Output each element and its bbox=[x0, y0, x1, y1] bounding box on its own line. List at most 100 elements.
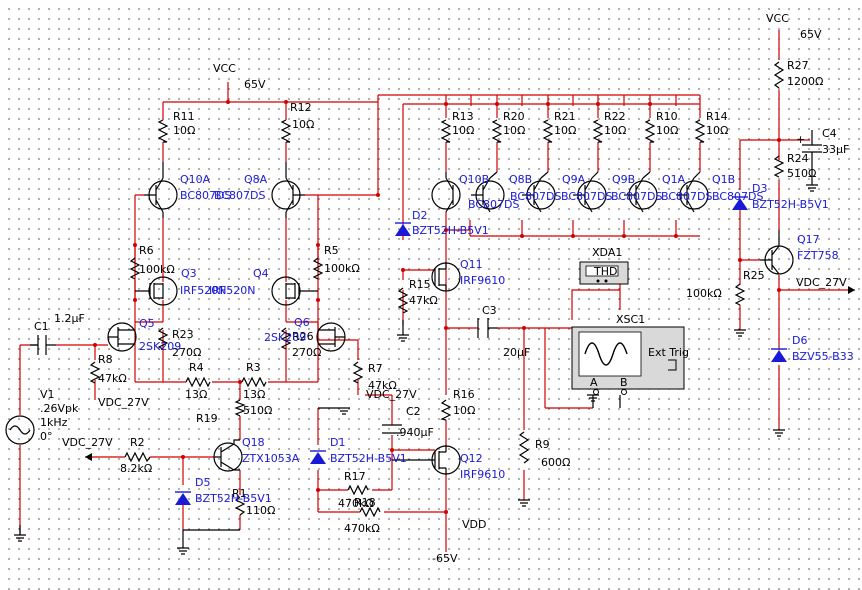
r15-name: R15 bbox=[409, 278, 431, 291]
r22-name: R22 bbox=[604, 110, 626, 123]
r8-name: R8 bbox=[98, 353, 113, 366]
q11-name: Q11 bbox=[460, 258, 483, 271]
transistor-labels: Q10A BC807DS Q8A BC807DS Q10B BC807DS Q8… bbox=[139, 173, 839, 481]
q9a-name: Q9A bbox=[562, 173, 586, 186]
r12-name: R12 bbox=[290, 101, 312, 114]
diode-symbols bbox=[175, 196, 787, 505]
r24-name: R24 bbox=[787, 152, 809, 165]
r13-name: R13 bbox=[452, 110, 474, 123]
r9-name: R9 bbox=[535, 438, 550, 451]
q4-name: Q4 bbox=[253, 267, 269, 280]
r20-value: 10Ω bbox=[503, 124, 525, 137]
diode-labels: D2 BZT52H-B5V1 D3 BZT52H-B5V1 D1 BZT52H-… bbox=[195, 182, 854, 505]
q1a-part: BC807DS bbox=[661, 190, 712, 203]
r4-value: 13Ω bbox=[185, 388, 207, 401]
xsc1-label: XSC1 bbox=[616, 313, 645, 326]
r9-value: 600Ω bbox=[541, 456, 570, 469]
scope-ext-trig: Ext Trig bbox=[648, 346, 689, 359]
net-labels: VDC_27V VDC_27V VDC_27V VDC_27V bbox=[62, 276, 847, 449]
q10b-part: BC807DS bbox=[468, 198, 519, 211]
q12-name: Q12 bbox=[460, 452, 483, 465]
vcc-right-value: 65V bbox=[800, 28, 822, 41]
r23-value: 270Ω bbox=[172, 346, 201, 359]
q3-name: Q3 bbox=[181, 267, 197, 280]
xda1-label: XDA1 bbox=[592, 246, 622, 259]
r16-value: 10Ω bbox=[453, 404, 475, 417]
r25-name: R25 bbox=[743, 269, 765, 282]
net-vdc27-b: VDC_27V bbox=[366, 388, 417, 401]
capacitor-labels: C1 1.2µF C3 20µF C2 .940µF C4 33µF bbox=[34, 127, 849, 439]
svg-text:+: + bbox=[796, 133, 805, 146]
r26-value: 270Ω bbox=[292, 346, 321, 359]
c2-value: .940µF bbox=[396, 426, 434, 439]
r27-name: R27 bbox=[787, 59, 809, 72]
d6-part: BZV55-B33 bbox=[792, 350, 854, 363]
scope-channel-b: B bbox=[620, 376, 628, 389]
vcc-right-label: VCC bbox=[766, 12, 789, 25]
net-vdc27-a: VDC_27V bbox=[98, 396, 149, 409]
q10a-part: BC807DS bbox=[180, 189, 231, 202]
distortion-analyzer-xda1[interactable] bbox=[579, 261, 629, 285]
d1-name: D1 bbox=[330, 436, 345, 449]
q17-name: Q17 bbox=[797, 233, 820, 246]
q11-part: IRF9610 bbox=[460, 274, 505, 287]
r19-name: R19 bbox=[196, 412, 218, 425]
r12-value: 10Ω bbox=[292, 118, 314, 131]
c1-name: C1 bbox=[34, 320, 49, 333]
junctions bbox=[93, 100, 781, 514]
resistor-labels: R11 10Ω R12 10Ω R13 10Ω R20 10Ω R21 10Ω … bbox=[98, 59, 823, 535]
r17-value: 470kΩ bbox=[338, 497, 374, 510]
r13-value: 10Ω bbox=[452, 124, 474, 137]
oscilloscope-xsc1[interactable] bbox=[571, 326, 685, 395]
r7-value: 47kΩ bbox=[368, 379, 397, 392]
q9b-name: Q9B bbox=[612, 173, 635, 186]
q8a-part: BC807DS bbox=[214, 189, 265, 202]
thd-panel-text: THD bbox=[593, 265, 617, 278]
r27-value: 1200Ω bbox=[787, 75, 823, 88]
q4-part: IRF520N bbox=[209, 284, 255, 297]
net-vdc27-d: VDC_27V bbox=[796, 276, 847, 289]
c4-value: 33µF bbox=[822, 143, 849, 156]
v1-name: V1 bbox=[40, 388, 55, 401]
vdd-label: VDD bbox=[462, 518, 486, 531]
q12-part: IRF9610 bbox=[460, 468, 505, 481]
q5-part: 2SK209 bbox=[139, 340, 181, 353]
d3-part: BZT52H-B5V1 bbox=[752, 198, 829, 211]
d5-name: D5 bbox=[195, 476, 210, 489]
r18-value: 470kΩ bbox=[344, 522, 380, 535]
vcc-left-label: VCC bbox=[213, 62, 236, 75]
r14-name: R14 bbox=[706, 110, 728, 123]
r22-value: 10Ω bbox=[604, 124, 626, 137]
r2-name: R2 bbox=[130, 436, 145, 449]
r4-name: R4 bbox=[189, 361, 204, 374]
net-vdc27-c: VDC_27V bbox=[62, 436, 113, 449]
net-arrows bbox=[85, 286, 855, 461]
d3-name: D3 bbox=[752, 182, 767, 195]
q1a-name: Q1A bbox=[662, 173, 686, 186]
r6-value: 100kΩ bbox=[139, 263, 175, 276]
r21-name: R21 bbox=[554, 110, 576, 123]
d5-part: BZT52H-B5V1 bbox=[195, 492, 272, 505]
r11-name: R11 bbox=[173, 110, 195, 123]
d2-name: D2 bbox=[412, 209, 427, 222]
resistor-symbols bbox=[89, 61, 785, 518]
bjt-symbols bbox=[144, 162, 794, 472]
r26-name: R26 bbox=[292, 330, 314, 343]
r25-value: 100kΩ bbox=[686, 287, 722, 300]
instrument-labels: XDA1 THD XSC1 A B Ext Trig bbox=[590, 246, 689, 389]
q8a-name: Q8A bbox=[244, 173, 268, 186]
q1b-part: BC807DS bbox=[712, 190, 763, 203]
c3-value: 20µF bbox=[503, 346, 530, 359]
r1-value: 110Ω bbox=[246, 504, 275, 517]
vdd-value: -65V bbox=[432, 552, 458, 565]
q5-name: Q5 bbox=[139, 317, 155, 330]
vcc-left-value: 65V bbox=[244, 78, 266, 91]
r6-name: R6 bbox=[139, 244, 154, 257]
fet-symbols bbox=[107, 262, 461, 475]
r3-value: 13Ω bbox=[243, 388, 265, 401]
r18-name: R18 bbox=[354, 496, 376, 509]
r16-name: R16 bbox=[453, 388, 475, 401]
voltage-source-v1[interactable] bbox=[5, 415, 35, 445]
r10-name: R10 bbox=[656, 110, 678, 123]
